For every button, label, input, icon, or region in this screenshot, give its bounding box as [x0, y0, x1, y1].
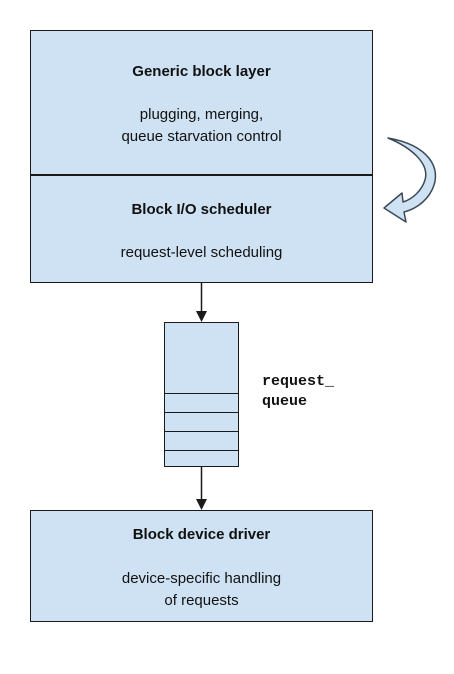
generic-block-layer-desc-line2: queue starvation control	[121, 128, 282, 145]
down-arrow-queue-to-driver	[196, 467, 207, 510]
generic-block-layer-desc-line1: plugging, merging,	[139, 106, 264, 123]
generic-block-layer-title: Generic block layer	[132, 63, 271, 80]
block-device-driver-title: Block device driver	[132, 526, 271, 543]
queue-slot-divider	[165, 450, 238, 451]
io-scheduler-title: Block I/O scheduler	[131, 201, 272, 218]
curved-flow-arrow	[383, 137, 437, 223]
request-queue-box	[164, 322, 239, 467]
io-scheduler-desc: request-level scheduling	[120, 244, 283, 261]
down-arrow-scheduler-to-queue	[196, 283, 207, 322]
queue-slot-divider	[165, 393, 238, 394]
block-device-driver-desc-line2: of requests	[164, 592, 239, 609]
block-device-driver-box: Block device driver device-specific hand…	[30, 510, 373, 622]
request-queue-label-line1: request_	[262, 373, 335, 390]
layer-divider	[31, 174, 372, 176]
block-device-driver-desc-line1: device-specific handling	[121, 570, 282, 587]
queue-slot-divider	[165, 412, 238, 413]
generic-block-layer-box: Generic block layer plugging, merging, q…	[30, 30, 373, 283]
queue-slot-divider	[165, 431, 238, 432]
request-queue-label-line2: queue	[262, 393, 308, 410]
